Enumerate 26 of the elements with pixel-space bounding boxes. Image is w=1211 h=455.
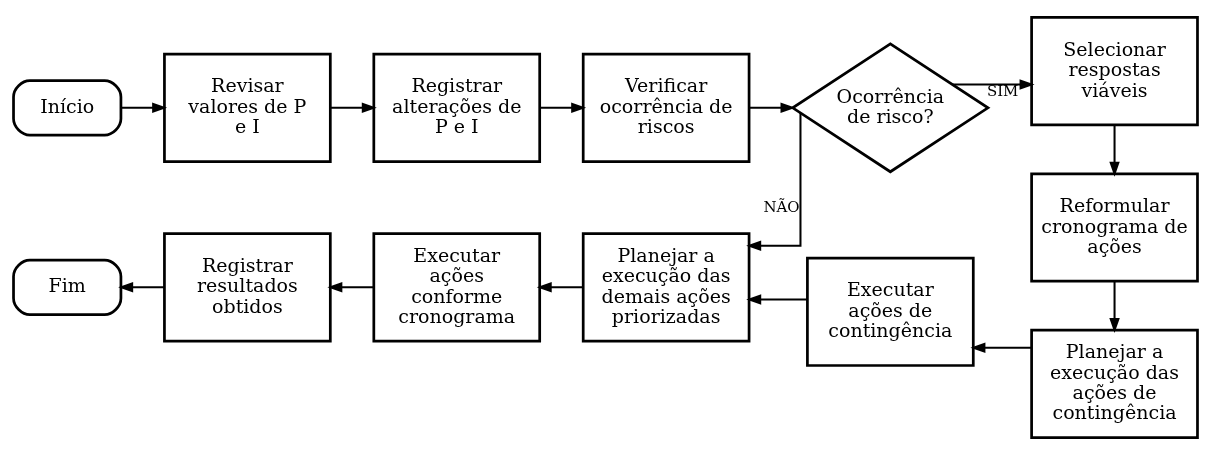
arrow [327, 282, 374, 293]
arrow [330, 102, 377, 114]
arrow [952, 79, 1035, 90]
node-box: Executar ações de contingência [806, 256, 975, 367]
node-box: Fim [12, 258, 123, 316]
arrow [118, 282, 165, 293]
arrow [746, 113, 802, 252]
arrow [970, 342, 1032, 354]
arrow [1109, 124, 1120, 177]
node-box: Planejar a execução das demais ações priorizadas [581, 232, 751, 343]
node-box: Registrar resultados obtidos [163, 232, 332, 343]
node-box: Reformular cronograma de ações [1030, 172, 1199, 283]
node-box: Planejar a execução das ações de contingência [1030, 328, 1199, 439]
node-box: Revisar valores de P e I [163, 52, 332, 163]
node-box: Executar ações conforme cronograma [372, 232, 542, 343]
node-box: Verificar ocorrência de riscos [581, 52, 751, 163]
edge-label: NÃO [763, 197, 800, 216]
arrow [746, 294, 807, 305]
arrow [121, 102, 168, 114]
node-box: Registrar alterações de P e I [372, 52, 542, 163]
arrow [1109, 281, 1120, 334]
node-box: Início [12, 79, 123, 137]
arrow [536, 282, 583, 293]
arrow [540, 102, 587, 114]
node-box: Selecionar respostas viáveis [1030, 16, 1199, 127]
arrow [749, 102, 796, 114]
